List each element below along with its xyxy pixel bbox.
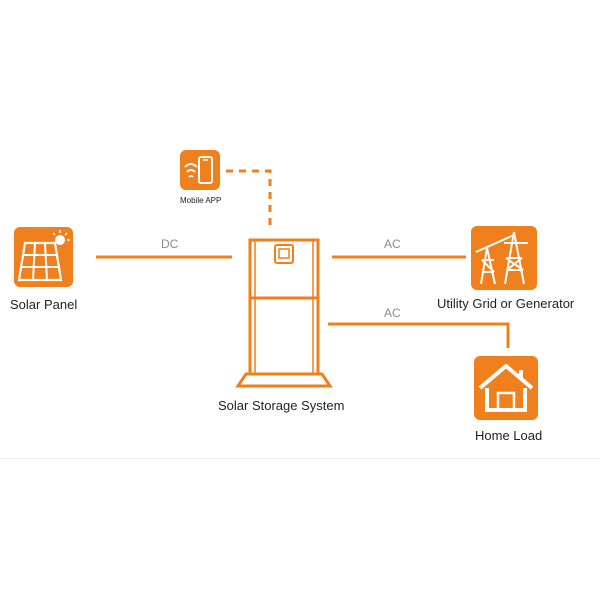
ac-home-label: AC — [384, 306, 401, 320]
grid-label: Utility Grid or Generator — [437, 296, 575, 311]
mobile-app-label: Mobile APP — [180, 196, 222, 205]
ac-home-line — [328, 322, 510, 348]
ac-grid-label: AC — [384, 237, 401, 251]
phone-wifi-icon — [180, 150, 220, 190]
power-tower-icon — [471, 226, 537, 290]
battery-cabinet-icon — [235, 238, 333, 388]
solar-panel-icon — [14, 227, 73, 287]
solar-panel-label: Solar Panel — [10, 297, 78, 312]
dc-label: DC — [161, 237, 179, 251]
storage-label: Solar Storage System — [218, 398, 345, 413]
bottom-band — [0, 458, 600, 601]
home-label: Home Load — [475, 428, 543, 443]
house-icon — [474, 356, 538, 420]
app-dashed-line — [226, 169, 272, 226]
